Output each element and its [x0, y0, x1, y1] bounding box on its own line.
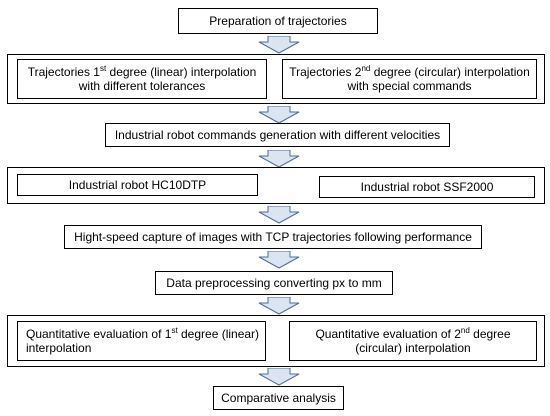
down-arrow-icon — [258, 251, 300, 269]
robot-hc10dtp-label: Industrial robot HC10DTP — [68, 178, 207, 192]
down-arrow-icon — [258, 206, 300, 224]
down-arrow-icon — [258, 297, 300, 315]
down-arrow-icon — [258, 368, 300, 386]
commands-generation-box: Industrial robot commands generation wit… — [105, 123, 450, 147]
robot-ssf2000-box: Industrial robot SSF2000 — [319, 176, 535, 198]
step-preparation-box: Preparation of trajectories — [178, 8, 378, 34]
down-arrow-icon — [258, 36, 300, 54]
down-arrow-icon — [258, 106, 300, 124]
evaluation-linear-box: Quantitative evaluation of 1st degree (l… — [17, 321, 266, 361]
evaluation-circular-line2: (circular) interpolation — [355, 341, 471, 355]
linear-interpolation-box: Trajectories 1st degree (linear) interpo… — [17, 59, 267, 99]
evaluation-linear-line2: interpolation — [26, 341, 92, 355]
evaluation-linear-line1: Quantitative evaluation of 1st degree (l… — [26, 326, 260, 342]
comparative-analysis-box: Comparative analysis — [213, 386, 344, 410]
image-capture-box: Hight-speed capture of images with TCP t… — [64, 225, 482, 249]
linear-interpolation-line1: Trajectories 1st degree (linear) interpo… — [27, 64, 257, 80]
data-preprocessing-label: Data preprocessing converting px to mm — [166, 276, 382, 290]
comparative-analysis-label: Comparative analysis — [221, 391, 336, 405]
robot-ssf2000-label: Industrial robot SSF2000 — [360, 180, 494, 194]
data-preprocessing-box: Data preprocessing converting px to mm — [155, 271, 393, 295]
commands-generation-label: Industrial robot commands generation wit… — [114, 128, 441, 142]
down-arrow-icon — [258, 150, 300, 168]
evaluation-circular-line1: Quantitative evaluation of 2nd degree — [315, 326, 511, 342]
circular-interpolation-line2: with special commands — [347, 79, 472, 93]
step-preparation-label: Preparation of trajectories — [209, 14, 347, 28]
evaluation-circular-box: Quantitative evaluation of 2nd degree (c… — [289, 321, 537, 361]
linear-interpolation-line2: with different tolerances — [78, 79, 206, 93]
robot-hc10dtp-box: Industrial robot HC10DTP — [17, 174, 258, 196]
image-capture-label: Hight-speed capture of images with TCP t… — [74, 230, 472, 244]
circular-interpolation-box: Trajectories 2nd degree (circular) inter… — [282, 59, 537, 99]
circular-interpolation-line1: Trajectories 2nd degree (circular) inter… — [289, 64, 530, 80]
